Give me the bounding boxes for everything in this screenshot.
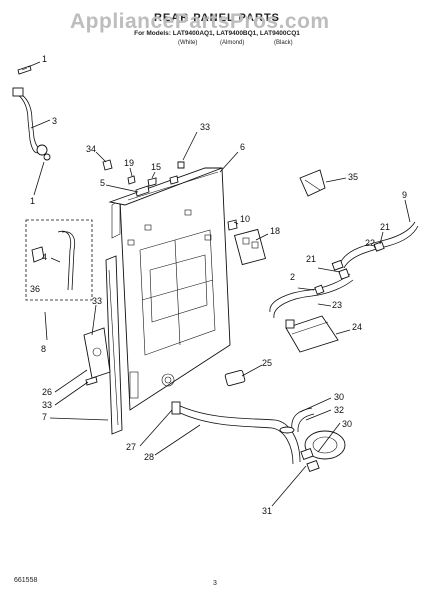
bracket-35 [299,169,326,197]
variant-white: (White) [178,40,198,46]
callout-1-lower: 1 [30,196,35,206]
callout-labels: 1 3 33 6 34 19 15 5 35 9 10 18 21 22 4 3… [30,54,407,516]
callout-18: 18 [270,226,280,236]
callout-34: 34 [86,144,96,154]
callout-5: 5 [100,178,105,188]
callout-21-lower: 21 [306,254,316,264]
rear-panel [108,167,231,411]
drain-hose [171,401,301,465]
part-24 [285,315,339,353]
callout-30-upper: 30 [334,392,344,402]
callout-4: 4 [42,252,47,262]
side-bracket [105,255,123,435]
callout-10: 10 [240,214,250,224]
callout-2: 2 [290,272,295,282]
document-code: 661558 [14,577,38,584]
variant-almond: (Almond) [220,40,245,46]
callout-7: 7 [42,412,47,422]
callout-3: 3 [52,116,57,126]
pump-bracket [83,327,111,386]
callout-36: 36 [30,284,40,294]
callout-33: 33 [200,122,210,132]
valve-assembly [227,219,267,266]
diagram-title: REAR PANEL PARTS [153,12,280,24]
screw-top [17,65,32,75]
callout-6: 6 [240,142,245,152]
plug-25 [224,369,246,387]
callout-27: 27 [126,442,136,452]
callout-22: 22 [365,238,375,248]
panel-screws [102,159,185,197]
callout-35: 35 [348,172,358,182]
callout-8: 8 [41,344,46,354]
model-numbers: For Models: LAT9400AQ1, LAT9400BQ1, LAT9… [134,30,300,37]
callout-25: 25 [262,358,272,368]
callout-23: 23 [332,300,342,310]
callout-26: 26 [42,387,52,397]
inlet-hose [12,87,51,161]
callout-1: 1 [42,54,47,64]
callout-32: 32 [334,405,344,415]
callout-31: 31 [262,506,272,516]
page-number: 3 [213,580,217,587]
callout-24: 24 [352,322,362,332]
variant-black: (Black) [274,40,293,46]
hose-9 [331,221,419,271]
pump-assembly [279,407,346,473]
callout-33-lower: 33 [42,400,52,410]
hose-2 [269,268,354,319]
callout-21-upper: 21 [380,222,390,232]
callout-19: 19 [124,158,134,168]
callout-30-lower: 30 [342,419,352,429]
detail-box [25,219,93,301]
watermark: AppliancePartsPros.com [70,10,330,33]
callout-9: 9 [402,190,407,200]
leader-lines [27,61,411,507]
callout-33-mid: 33 [92,296,102,306]
callout-28: 28 [144,452,154,462]
callout-15: 15 [151,162,161,172]
